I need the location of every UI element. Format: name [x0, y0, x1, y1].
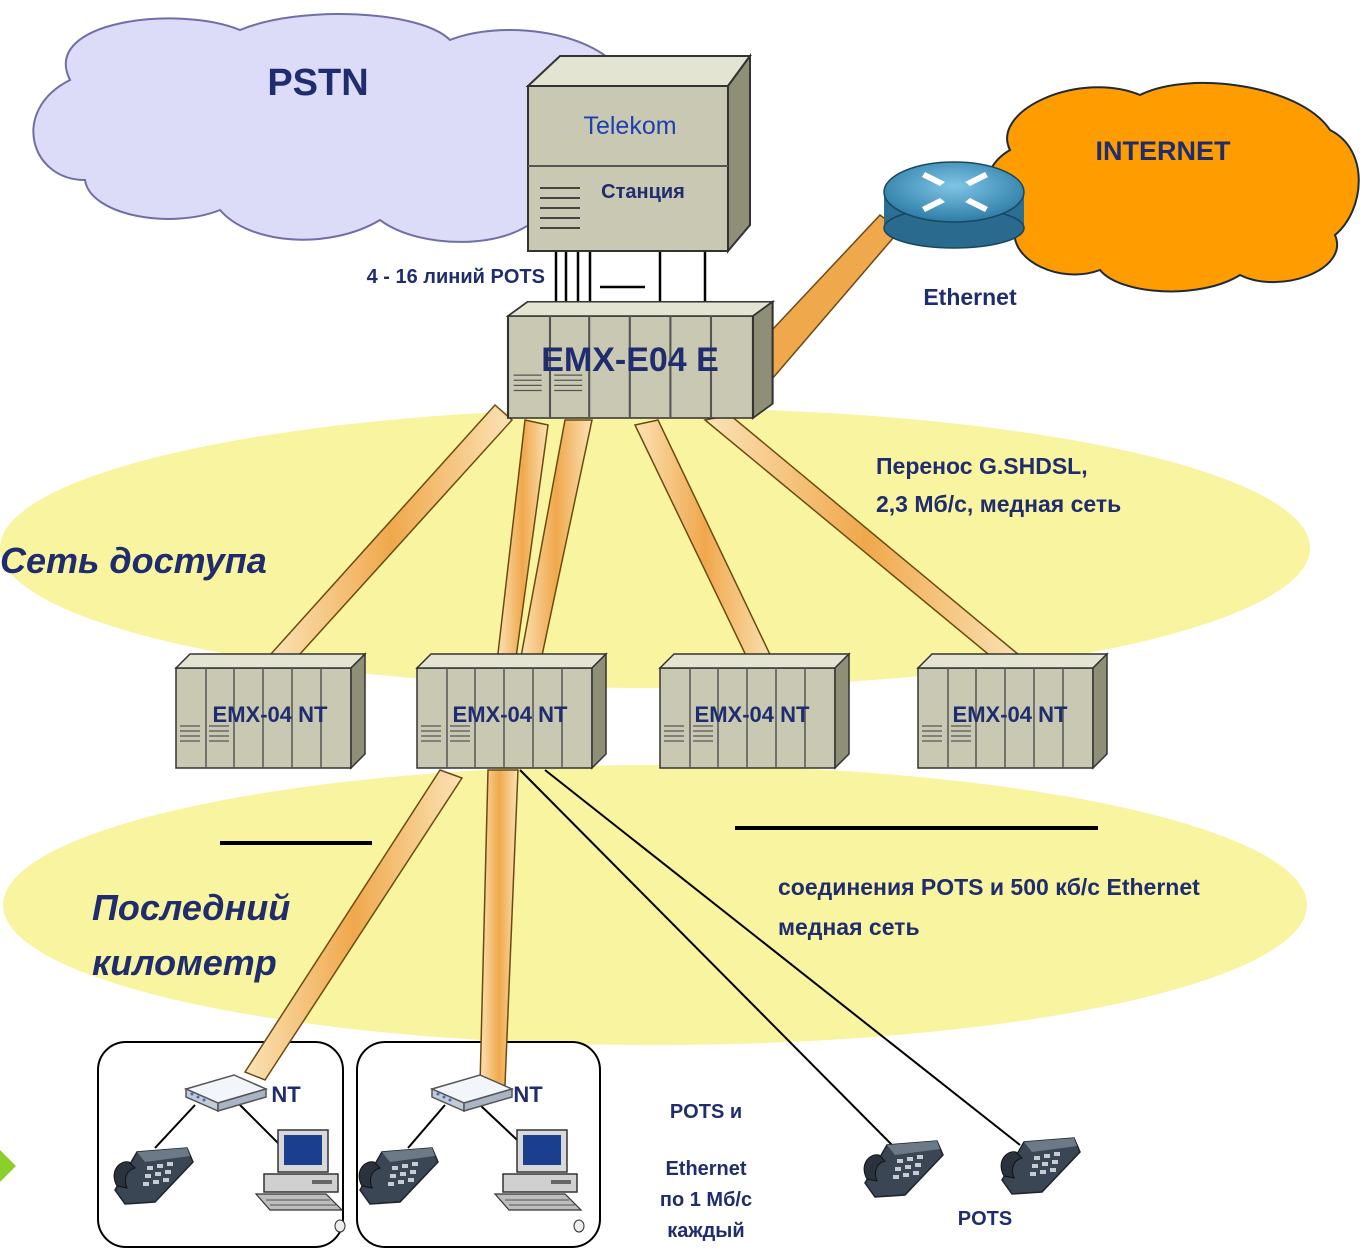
pots-ethernet-note-line1: POTS и	[670, 1101, 742, 1123]
transport-label-line2: 2,3 Мб/с, медная сеть	[876, 491, 1121, 517]
ethernet-label: Ethernet	[923, 284, 1017, 310]
shdsl-links	[268, 403, 1027, 669]
pstn-label: PSTN	[267, 62, 368, 104]
play-arrow-icon[interactable]	[0, 1150, 16, 1182]
transport-label-line1: Перенос G.SHDSL,	[876, 453, 1088, 479]
nt-label: NT	[513, 1082, 543, 1107]
pots-wires	[154, 769, 1021, 1156]
router-icon	[883, 161, 1025, 249]
pots-ethernet-note-line2: Ethernet	[665, 1158, 746, 1180]
central-unit-label: EMX-E04 E	[541, 341, 719, 379]
station-name: Станция	[601, 181, 685, 203]
internet-cloud	[985, 81, 1360, 293]
pots-label: POTS	[958, 1208, 1012, 1230]
last-mile-label-line1: Последний	[92, 887, 290, 928]
remote-unit-label: EMX-04 NT	[953, 702, 1068, 727]
remote-unit-label: EMX-04 NT	[453, 702, 568, 727]
pots-ethernet-note-line4: каждый	[667, 1220, 744, 1242]
telephone-icon	[1000, 1137, 1081, 1195]
pots-lines-label: 4 - 16 линий POTS	[367, 266, 545, 288]
remote-unit-label: EMX-04 NT	[695, 702, 810, 727]
connections-label-line2: медная сеть	[778, 914, 920, 940]
nt-label: NT	[271, 1082, 301, 1107]
internet-label: INTERNET	[1096, 136, 1232, 166]
access-network-label: Сеть доступа	[0, 540, 267, 581]
telekom-station	[525, 52, 752, 254]
telephone-icon	[863, 1140, 944, 1198]
pots-ethernet-note-line3: по 1 Мб/с	[660, 1189, 752, 1211]
last-mile-links	[243, 769, 519, 1086]
last-mile-label-line2: километр	[92, 942, 277, 983]
station-brand: Telekom	[583, 112, 676, 140]
remote-unit-label: EMX-04 NT	[213, 702, 328, 727]
connections-label-line1: соединения POTS и 500 кб/с Ethernet	[778, 874, 1200, 900]
